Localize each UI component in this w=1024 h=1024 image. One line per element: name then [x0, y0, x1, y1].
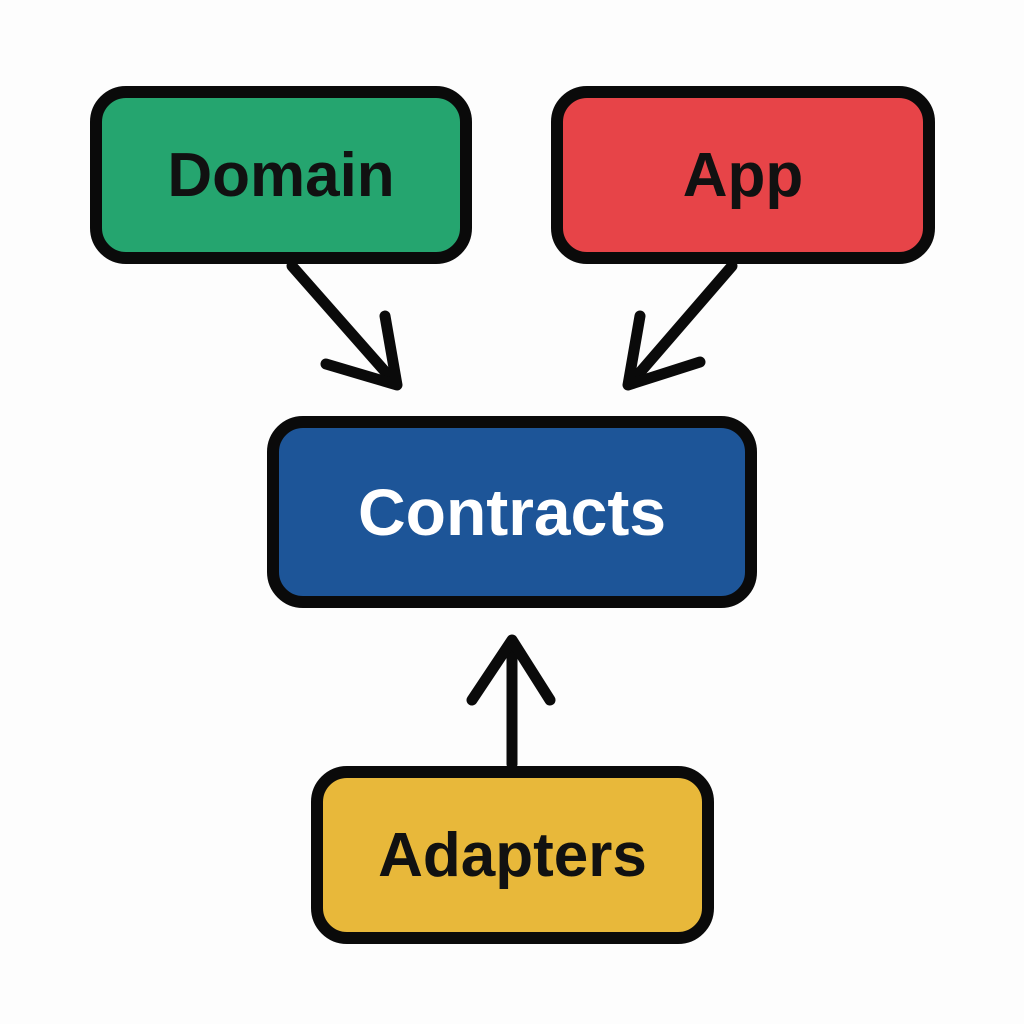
- adapters-node: Adapters: [311, 766, 714, 944]
- app-node: App: [551, 86, 935, 264]
- domain-node: Domain: [90, 86, 472, 264]
- arrow-domain-to-contracts: [286, 260, 403, 391]
- contracts-node: Contracts: [267, 416, 757, 608]
- arrow-adapters-to-contracts: [466, 634, 556, 770]
- arrow-app-to-contracts: [622, 260, 738, 391]
- domain-label: Domain: [167, 140, 395, 210]
- app-label: App: [682, 140, 804, 210]
- adapters-label: Adapters: [378, 820, 647, 890]
- contracts-label: Contracts: [357, 475, 667, 549]
